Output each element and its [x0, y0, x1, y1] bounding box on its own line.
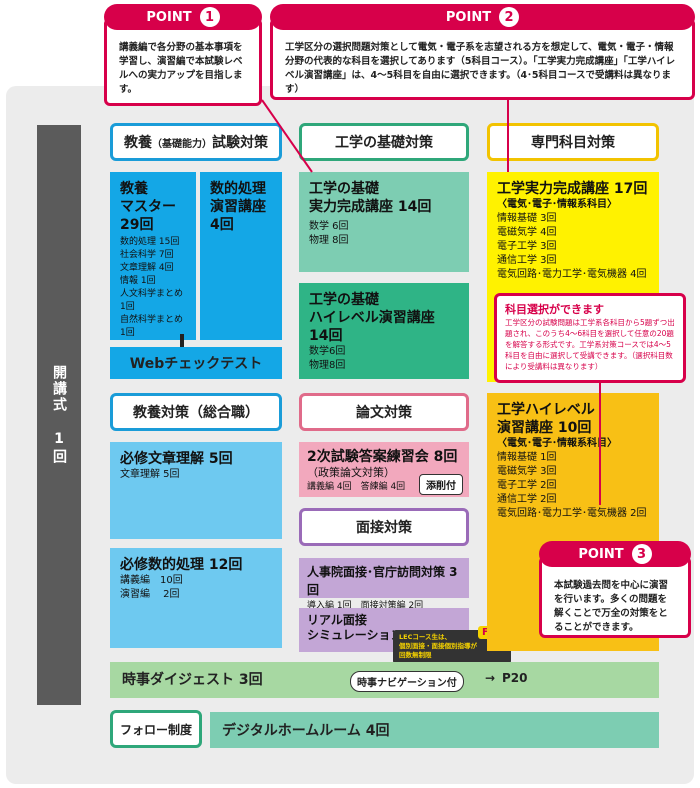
point1-number: 1: [199, 7, 220, 27]
mensetsu-header: 面接対策: [299, 508, 469, 546]
kyoyo-master-item: 自然科学まとめ 1回: [120, 315, 184, 338]
kogaku-jitsuryoku-title: 工学実力完成講座 17回: [497, 181, 648, 197]
point2-label: POINT: [445, 9, 492, 25]
kyoyo-header-main: 教養: [124, 135, 152, 151]
digital-homeroom[interactable]: デジタルホームルーム 4回: [210, 712, 659, 748]
kogaku-jitsuryoku-item: 電気回路･電力工学･電気機器 4回: [497, 269, 647, 280]
kyoyo-header: 教養（基礎能力）試験対策: [110, 123, 282, 161]
ronbun-header: 論文対策: [299, 393, 469, 431]
kogaku-high-item: 電磁気学 3回: [497, 466, 557, 477]
kyoyo-header-tail: 試験対策: [212, 135, 268, 151]
kiso-jitsuryoku-title: 工学の基礎 実力完成講座 14回: [309, 181, 432, 215]
tensaku-tag: 添削付: [419, 474, 463, 495]
ronbun-box[interactable]: 2次試験答案練習会 8回 （政策論文対策） 講義編 4回 答練編 4回 添削付: [299, 442, 469, 497]
kogaku-high-item: 情報基礎 1回: [497, 452, 557, 463]
point2-number: 2: [499, 7, 520, 27]
suteki2-item: 演習編 2回: [120, 589, 180, 600]
kyoyo-master-item: 数的処理 15回: [120, 237, 180, 247]
mensetsu-box[interactable]: 人事院面接･官庁訪問対策 3回 導入編 1回 面接対策編 2回: [299, 558, 469, 611]
real-box[interactable]: リアル面接 シミュレーション: [299, 608, 469, 652]
sentaku-callout: 科目選択ができます 工学区分の試験問題は工学系各科目から5題ずつ出題され、このう…: [494, 293, 686, 383]
senmon-header: 専門科目対策: [487, 123, 659, 161]
jiji-title: 時事ダイジェスト 3回: [122, 672, 263, 688]
kogaku-jitsuryoku-items: 情報基礎 3回電磁気学 4回電子工学 3回通信工学 3回電気回路･電力工学･電気…: [497, 212, 649, 282]
point2-text: 工学区分の選択問題対策として電気・電子系を志望される方を想定して、電気・電子・情…: [285, 42, 676, 95]
kiso-high-item: 物理8回: [309, 360, 346, 371]
sentaku-text: 工学区分の試験問題は工学系各科目から5題ずつ出題され、このうち4～6科目を選択し…: [505, 318, 675, 371]
kogaku-high-sub: 〈電気･電子･情報系科目〉: [497, 438, 617, 449]
ronbun-title: 2次試験答案練習会 8回: [307, 449, 458, 465]
kyoyo-master-item: 情報 1回: [120, 276, 156, 286]
web-check-test[interactable]: Webチェックテスト: [110, 347, 282, 379]
kyoyo-master-item: 文章理解 4回: [120, 263, 174, 273]
kogaku-jitsuryoku-item: 通信工学 3回: [497, 255, 557, 266]
kiso-jitsuryoku-box[interactable]: 工学の基礎 実力完成講座 14回 数学 6回 物理 8回: [299, 172, 469, 272]
kogaku-jitsuryoku-item: 電子工学 3回: [497, 241, 557, 252]
bunsho-title: 必修文章理解 5回: [120, 451, 233, 467]
kiso-jitsuryoku-item: 物理 8回: [309, 235, 349, 246]
ronbun-sub: （政策論文対策）: [307, 466, 395, 479]
kogaku-high-item: 通信工学 2回: [497, 494, 557, 505]
jiji-bar[interactable]: 時事ダイジェスト 3回 時事ナビゲーション付 → P20: [110, 662, 659, 698]
point3-text: 本試験過去問を中心に演習を行います。多くの問題を解くことで万全の対策をとることが…: [554, 580, 669, 633]
kyoyo-master-box[interactable]: 教養 マスター 29回 数的処理 15回社会科学 7回文章理解 4回情報 1回人…: [110, 172, 196, 340]
point3-label: POINT: [578, 546, 624, 562]
arrow-up-icon: [180, 334, 184, 350]
kyoyo-master-item: 人文科学まとめ 1回: [120, 289, 184, 312]
bunsho-box[interactable]: 必修文章理解 5回 文章理解 5回: [110, 442, 282, 539]
kogaku-jitsuryoku-item: 電磁気学 4回: [497, 227, 557, 238]
point1-connector: [261, 99, 313, 173]
kogaku-high-item: 電気回路･電力工学･電気機器 2回: [497, 508, 647, 519]
kiso-jitsuryoku-item: 数学 6回: [309, 221, 349, 232]
point3-box: 本試験過去問を中心に演習を行います。多くの問題を解くことで万全の対策をとることが…: [539, 556, 691, 638]
kyoyo-master-items: 数的処理 15回社会科学 7回文章理解 4回情報 1回人文科学まとめ 1回自然科…: [120, 236, 186, 340]
jiji-arrow-icon: →: [485, 671, 496, 685]
kogaku-jitsuryoku-sub: 〈電気･電子･情報系科目〉: [497, 199, 617, 210]
kyoyo-sogo-header: 教養対策（総合職）: [110, 393, 282, 431]
bunsho-item: 文章理解 5回: [120, 469, 180, 480]
point3-badge: POINT 3: [539, 541, 691, 567]
point1-text: 講義編で各分野の基本事項を学習し、演習編で本試験レベルへの実力アップを目指します…: [119, 42, 243, 95]
point1-label: POINT: [146, 9, 192, 25]
point1-badge: POINT 1: [104, 4, 262, 30]
follow-label: フォロー制度: [110, 710, 202, 748]
suteki2-item: 講義編 10回: [120, 575, 183, 586]
kogaku-high-item: 電子工学 2回: [497, 480, 557, 491]
ronbun-items: 講義編 4回 答練編 4回: [307, 482, 406, 492]
kyoyo-header-sub: （基礎能力）: [152, 138, 212, 150]
mensetsu-items: 導入編 1回 面接対策編 2回: [307, 601, 424, 611]
jiji-nav-tag: 時事ナビゲーション付: [350, 671, 464, 692]
kiso-header: 工学の基礎対策: [299, 123, 469, 161]
kiso-high-title: 工学の基礎 ハイレベル演習講座 14回: [309, 292, 435, 344]
sentaku-title: 科目選択ができます: [505, 303, 604, 316]
suteki-enshu-title: 数的処理 演習講座 4回: [210, 181, 266, 233]
point3-number: 3: [631, 544, 652, 564]
point1-box: 講義編で各分野の基本事項を学習し、演習編で本試験レベルへの実力アップを目指します…: [104, 18, 262, 106]
kogaku-jitsuryoku-item: 情報基礎 3回: [497, 213, 557, 224]
mensetsu-title: 人事院面接･官庁訪問対策 3回: [307, 565, 458, 597]
kiso-high-item: 数学6回: [309, 346, 346, 357]
suteki-enshu-box[interactable]: 数的処理 演習講座 4回: [200, 172, 282, 340]
kyoyo-master-title: 教養 マスター 29回: [120, 181, 176, 233]
point2-badge: POINT 2: [270, 4, 695, 30]
kogaku-high-items: 情報基礎 1回電磁気学 3回電子工学 2回通信工学 2回電気回路･電力工学･電気…: [497, 451, 649, 521]
kyoyo-master-item: 社会科学 7回: [120, 250, 174, 260]
jiji-page-ref[interactable]: P20: [502, 671, 528, 685]
real-title: リアル面接 シミュレーション: [307, 613, 403, 642]
opening-ceremony-bar: 開講式 1回: [37, 125, 81, 705]
suteki2-box[interactable]: 必修数的処理 12回 講義編 10回 演習編 2回: [110, 548, 282, 648]
suteki2-title: 必修数的処理 12回: [120, 557, 243, 573]
kiso-high-box[interactable]: 工学の基礎 ハイレベル演習講座 14回 数学6回 物理8回: [299, 283, 469, 379]
kogaku-high-title: 工学ハイレベル 演習講座 10回: [497, 402, 595, 436]
point2-box: 工学区分の選択問題対策として電気・電子系を志望される方を想定して、電気・電子・情…: [270, 18, 695, 100]
